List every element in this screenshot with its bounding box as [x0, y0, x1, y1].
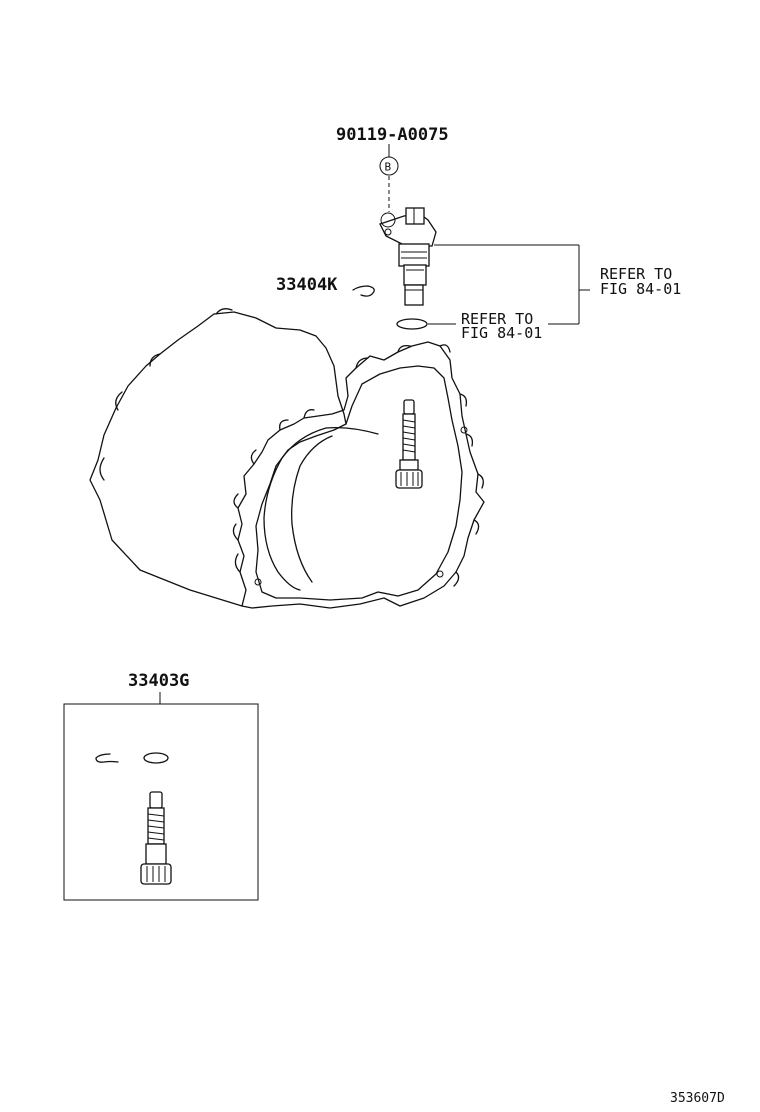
bolt-part-number[interactable]: 90119-A0075	[336, 125, 449, 145]
oring-reference-line1[interactable]: REFER TO	[461, 310, 533, 328]
reference-bracket	[428, 244, 590, 325]
oring-reference-line2[interactable]: FIG 84-01	[461, 324, 542, 342]
kit-driven-gear-icon	[140, 791, 172, 885]
transmission-housing-icon	[89, 308, 485, 609]
clip-part-number[interactable]: 33404K	[276, 275, 338, 295]
kit-box	[63, 703, 259, 901]
clip-icon[interactable]	[352, 285, 375, 297]
kit-clip-icon	[95, 753, 119, 763]
kit-part-number[interactable]: 33403G	[128, 671, 189, 691]
kit-o-ring-icon	[143, 752, 169, 764]
drawing-id: 353607D	[670, 1091, 725, 1106]
speed-sensor-icon[interactable]	[379, 207, 437, 306]
o-ring-icon[interactable]	[396, 318, 428, 330]
installed-driven-gear-icon	[395, 399, 423, 489]
sensor-reference-line1[interactable]: REFER TO	[600, 265, 672, 283]
bolt-callout-circle	[379, 156, 399, 176]
sensor-reference-line2[interactable]: FIG 84-01	[600, 280, 681, 298]
bolt-callout-letter: B	[385, 161, 392, 174]
